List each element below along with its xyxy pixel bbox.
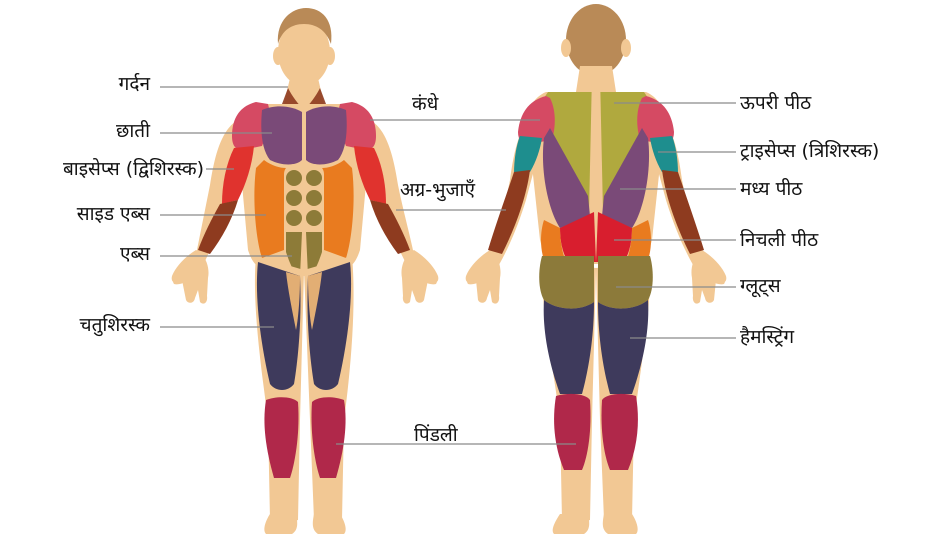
- label-shoulders: कंधे: [412, 93, 438, 115]
- label-middle-back: मध्य पीठ: [740, 178, 802, 200]
- back-left-glute: [539, 256, 594, 309]
- abs-segment: [306, 170, 322, 186]
- label-hamstrings: हैमस्ट्रिंग: [740, 326, 794, 348]
- label-biceps: बाइसेप्स (द्विशिरस्क): [63, 158, 204, 180]
- front-left-foot: [264, 514, 297, 534]
- back-left-calf: [554, 394, 590, 470]
- front-right-obliques: [322, 160, 354, 258]
- front-left-obliques: [254, 160, 286, 258]
- label-lower-back: निचली पीठ: [740, 229, 818, 251]
- abs-segment: [286, 170, 302, 186]
- front-right-chest: [306, 106, 347, 164]
- abs-segment: [306, 210, 322, 226]
- back-head: [566, 4, 626, 76]
- front-right-foot: [313, 514, 346, 534]
- front-right-ear: [325, 47, 335, 65]
- back-left-hand: [466, 250, 501, 304]
- label-calves: पिंडली: [414, 424, 458, 446]
- back-right-hand: [691, 250, 726, 304]
- label-forearms: अग्र-भुजाएँ: [400, 179, 475, 201]
- abs-segment: [286, 210, 302, 226]
- label-chest: छाती: [116, 120, 150, 142]
- label-neck: गर्दन: [119, 73, 150, 95]
- label-side-abs: साइड एब्स: [77, 203, 150, 225]
- abs-segment: [306, 190, 322, 206]
- abs-segment: [286, 190, 302, 206]
- front-right-hand: [401, 250, 438, 304]
- front-left-hand: [172, 250, 209, 304]
- back-figure: [466, 4, 727, 534]
- back-right-glute: [598, 256, 653, 309]
- label-upper-back: ऊपरी पीठ: [740, 92, 811, 114]
- label-abs: एब्स: [120, 243, 150, 265]
- back-right-ear: [621, 39, 631, 57]
- back-right-foot: [603, 514, 638, 534]
- front-left-chest: [261, 106, 302, 164]
- back-left-foot: [553, 514, 590, 534]
- back-left-ear: [561, 39, 571, 57]
- label-quadriceps: चतुशिरस्क: [80, 314, 151, 336]
- label-glutes: ग्लूट्स: [740, 275, 781, 297]
- front-left-ear: [273, 47, 283, 65]
- label-triceps: ट्राइसेप्स (त्रिशिरस्क): [740, 140, 879, 162]
